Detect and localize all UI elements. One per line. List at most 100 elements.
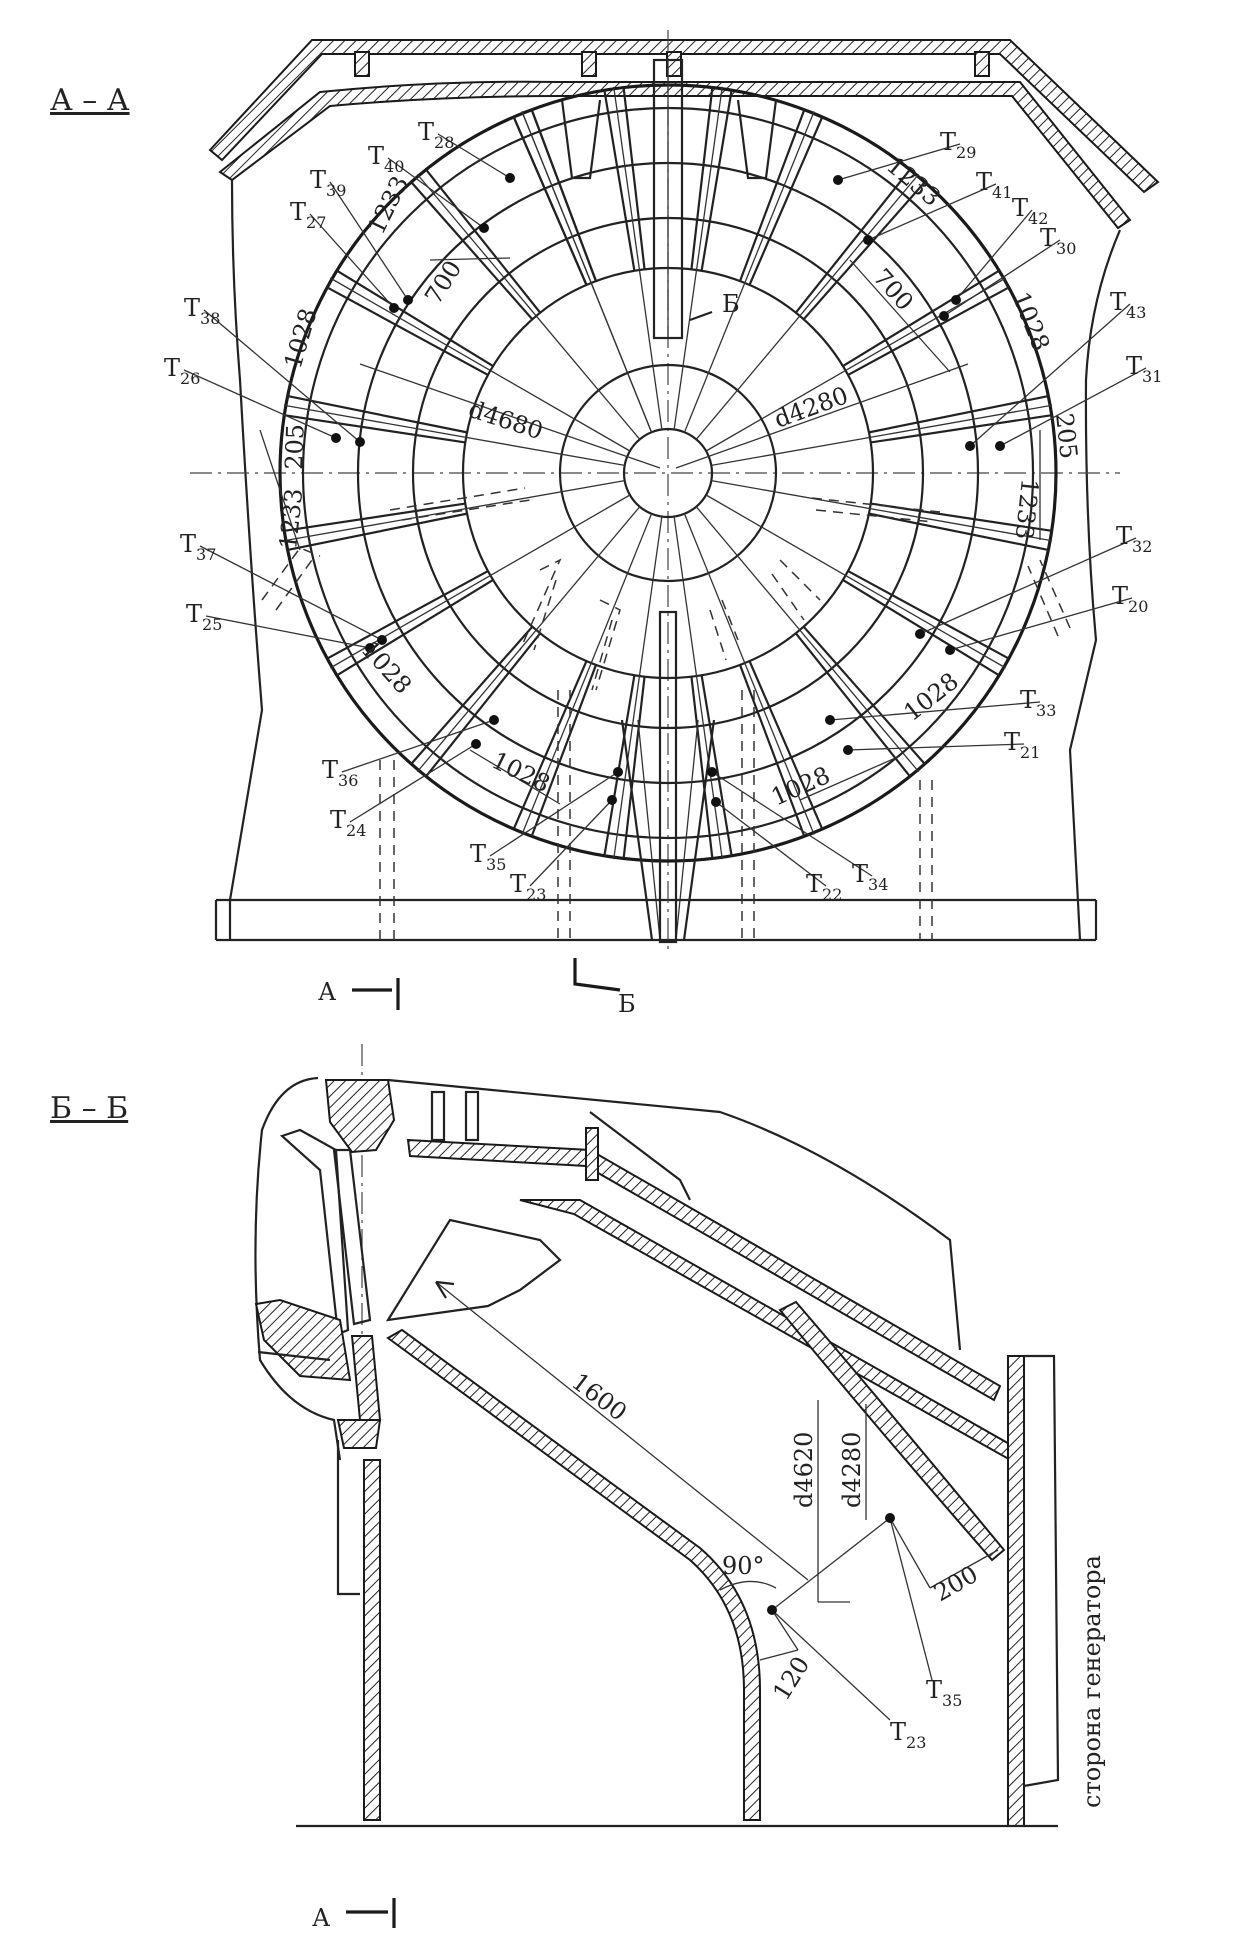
label-t25: Т25 bbox=[186, 600, 222, 634]
section-aa: А – А bbox=[50, 30, 1162, 1018]
rib-wall bbox=[622, 676, 646, 859]
rib-wall bbox=[425, 632, 542, 778]
bb-point-labels: Т35 Т23 bbox=[890, 1676, 962, 1752]
rib-wall bbox=[284, 502, 466, 532]
rib-wall bbox=[794, 632, 911, 778]
section-mark-b-bottom: Б bbox=[618, 990, 636, 1018]
section-mark-a-bottom: А bbox=[318, 978, 336, 1006]
point-t43-marker bbox=[965, 441, 975, 451]
point-t30-marker bbox=[939, 311, 949, 321]
radial-rib bbox=[673, 516, 723, 860]
radial-rib bbox=[329, 277, 631, 452]
radial-rib bbox=[683, 111, 815, 433]
bb-point-t23-marker bbox=[767, 1605, 777, 1615]
point-t23-marker bbox=[607, 795, 617, 805]
leader-t33 bbox=[829, 701, 1041, 721]
bb-top-roof bbox=[387, 1078, 1022, 1464]
point-t26-marker bbox=[331, 433, 341, 443]
radial-rib bbox=[521, 513, 653, 835]
aa-dimension-texts: d4680 d4280 1233 700 1028 205 1233 1233 … bbox=[274, 151, 1083, 811]
point-t38-marker bbox=[355, 437, 365, 447]
label-t23: Т23 bbox=[510, 870, 546, 904]
label-t29: Т29 bbox=[940, 128, 976, 162]
label-t22: Т22 bbox=[806, 870, 842, 904]
radial-rib bbox=[683, 513, 815, 835]
rib-wall bbox=[287, 395, 468, 434]
point-t37-marker bbox=[377, 635, 387, 645]
bb-dimension-texts: 1600 d4620 d4280 90° 200 120 bbox=[566, 1367, 982, 1705]
rib-wall bbox=[870, 414, 1052, 444]
radial-rib bbox=[695, 506, 920, 773]
leader-t37 bbox=[199, 545, 383, 641]
leader-t21 bbox=[847, 743, 1025, 751]
label-t36: Т36 bbox=[322, 756, 358, 790]
rib-wall bbox=[700, 675, 733, 856]
leader-t38 bbox=[203, 309, 361, 443]
rib-wall bbox=[512, 660, 588, 830]
rib-wall bbox=[284, 414, 466, 444]
point-t41-marker bbox=[863, 235, 873, 245]
generator-side-label: сторона генератора bbox=[1078, 1555, 1106, 1808]
radial-rib bbox=[705, 494, 1007, 669]
label-t21: Т21 bbox=[1004, 728, 1040, 762]
leader-t30 bbox=[943, 239, 1061, 317]
rib-wall bbox=[748, 660, 824, 830]
rib-wall bbox=[700, 90, 733, 271]
rib-wall bbox=[336, 269, 494, 368]
rib-wall bbox=[802, 181, 926, 321]
rib-wall bbox=[842, 269, 1000, 368]
label-t24: Т24 bbox=[330, 806, 366, 840]
leader-t39 bbox=[329, 181, 409, 301]
rib-wall bbox=[847, 286, 1010, 376]
rib-wall bbox=[690, 87, 714, 270]
rib-wall bbox=[868, 395, 1049, 434]
dim-right-1233: 1233 bbox=[1010, 477, 1044, 541]
radial-rib bbox=[705, 277, 1007, 452]
rib-wall bbox=[738, 664, 806, 837]
label-t38: Т38 bbox=[184, 294, 220, 328]
rib-wall bbox=[410, 181, 534, 321]
rib-wall bbox=[530, 664, 598, 837]
bb-point-t35-marker bbox=[885, 1513, 895, 1523]
point-t33-marker bbox=[825, 715, 835, 725]
radial-rib bbox=[283, 404, 625, 466]
leader-t29 bbox=[837, 143, 961, 181]
ring-hub bbox=[558, 363, 778, 583]
rib-wall bbox=[326, 286, 489, 376]
point-t27-marker bbox=[389, 303, 399, 313]
rib-wall bbox=[512, 116, 588, 286]
rib-wall bbox=[603, 675, 636, 856]
leader-t31 bbox=[999, 367, 1147, 447]
label-t37: Т37 bbox=[180, 530, 216, 564]
rib-wall bbox=[748, 116, 824, 286]
dim-right-1028: 1028 bbox=[1006, 288, 1055, 355]
dim-d4280-bb: d4280 bbox=[838, 1432, 866, 1508]
label-t27: Т27 bbox=[290, 198, 326, 232]
rib-wall bbox=[336, 578, 494, 677]
point-t28-marker bbox=[505, 173, 515, 183]
bb-dimension-lines bbox=[435, 1280, 999, 1721]
leader-t42 bbox=[955, 209, 1033, 301]
leader-t27 bbox=[309, 213, 395, 309]
point-t42-marker bbox=[951, 295, 961, 305]
radial-rib bbox=[711, 404, 1053, 466]
dim-1600: 1600 bbox=[566, 1367, 632, 1426]
rib-wall bbox=[690, 676, 714, 859]
dim-d4680: d4680 bbox=[465, 395, 546, 445]
rib-wall bbox=[425, 168, 542, 314]
aa-top-features bbox=[560, 58, 778, 340]
dim-top-right-700: 700 bbox=[868, 263, 919, 316]
leader-t26 bbox=[183, 369, 337, 439]
label-t40: Т40 bbox=[368, 142, 404, 176]
aa-hidden-lines bbox=[261, 487, 1071, 691]
leader-t20 bbox=[949, 597, 1133, 651]
label-t28: Т28 bbox=[418, 118, 454, 152]
leader-t28 bbox=[437, 133, 511, 179]
dim-d4280: d4280 bbox=[770, 381, 851, 433]
point-t31-marker bbox=[995, 441, 1005, 451]
point-t25-marker bbox=[365, 643, 375, 653]
rib-wall bbox=[868, 512, 1049, 551]
point-t29-marker bbox=[833, 175, 843, 185]
bb-label-t23: Т23 bbox=[890, 1718, 926, 1752]
